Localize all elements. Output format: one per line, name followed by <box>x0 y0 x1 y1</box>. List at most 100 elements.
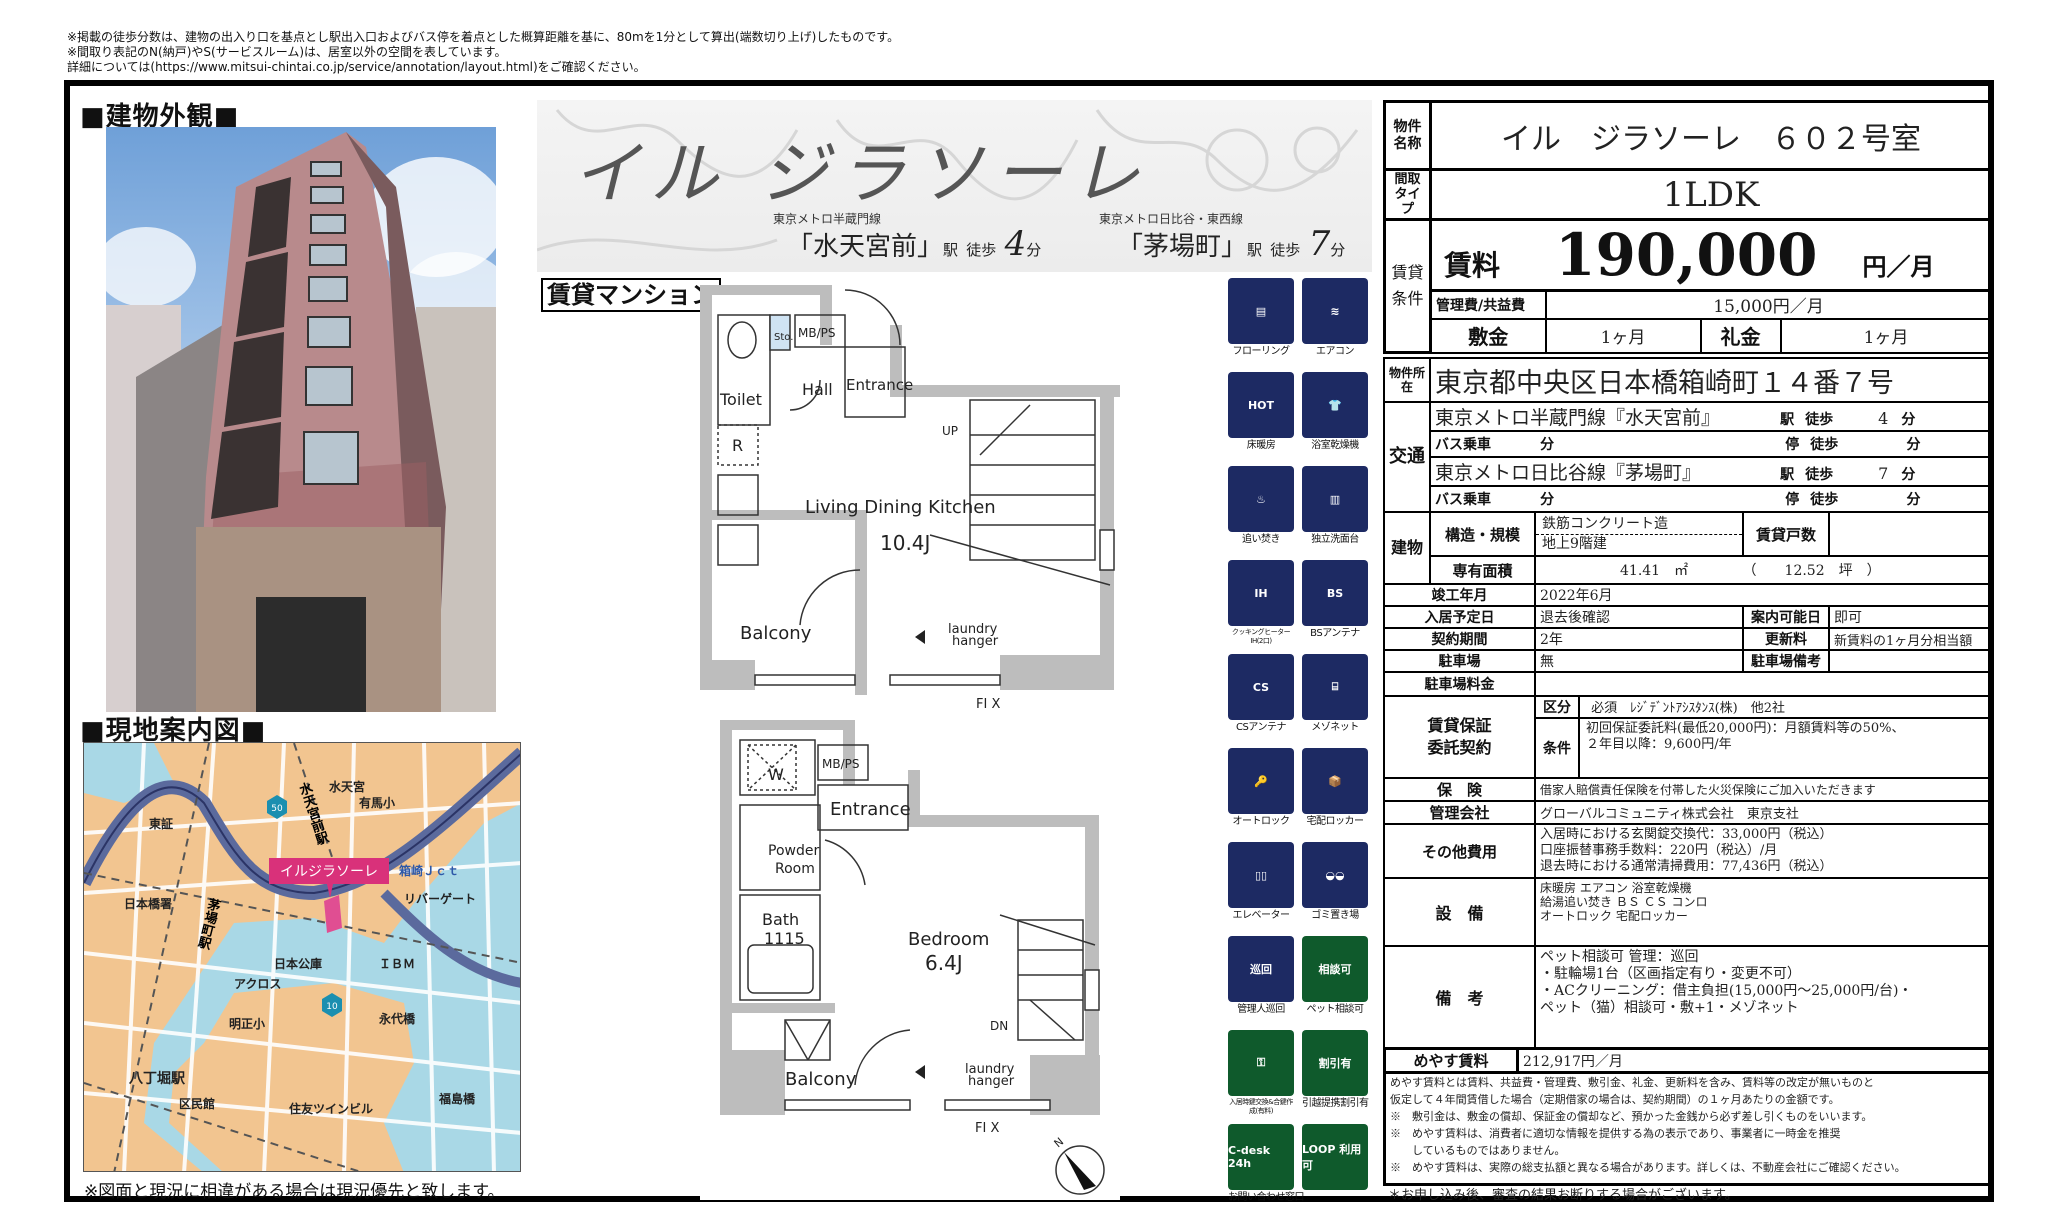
vanity-icon: ▥ <box>1302 466 1368 532</box>
svg-text:1115: 1115 <box>764 929 805 948</box>
rent-label: 賃料 <box>1444 249 1501 282</box>
viewing-label: 案内可能日 <box>1742 605 1830 629</box>
deposit-label: 敷金 <box>1429 317 1547 354</box>
move-in-label: 入居予定日 <box>1383 605 1536 629</box>
note-link: 詳細については(https://www.mitsui-chintai.co.jp… <box>67 60 646 74</box>
bathroom-dryer-icon: 👕 <box>1302 372 1368 438</box>
rent-value: 190,000 <box>1555 221 1818 289</box>
location-map[interactable]: イルジラソーレ 水天宮 有馬小 東証 箱崎Ｊｃｔ リバーゲート 日本橋署 日本公… <box>83 742 521 1172</box>
guarantee-label: 賃貸保証委託契約 <box>1383 695 1536 779</box>
amenity-label: オートロック <box>1232 816 1291 827</box>
insurance-label: 保 険 <box>1383 777 1536 802</box>
moving-discount-icon: 割引有 <box>1302 1030 1368 1096</box>
units-value <box>1827 511 1993 557</box>
amenity-label: 管理人巡回 <box>1237 1004 1285 1015</box>
map-disclaimer: ※図面と現況に相違がある場合は現況優先と致します。 <box>84 1182 505 1202</box>
pet-ok-icon: 相談可 <box>1302 936 1368 1002</box>
built-label: 竣工年月 <box>1383 583 1536 607</box>
amenity-item: 割引有引越提携割引有 <box>1302 1030 1369 1124</box>
amenity-item: ▯▯エレベーター <box>1228 842 1294 936</box>
amenity-label: 引越提携割引有 <box>1302 1098 1369 1109</box>
amenity-item: ⌸メゾネット <box>1302 654 1368 748</box>
meyasu-notes: めやす賃料とは賃料、共益費・管理費、敷引金、礼金、更新料を含み、賃料等の改定が無… <box>1383 1071 1993 1186</box>
facilities-value: 床暖房 エアコン 浴室乾燥機給湯追い焚き ＢＳ ＣＳ コンロオートロック 宅配ロ… <box>1533 877 1993 947</box>
units-label: 賃貸戸数 <box>1742 511 1830 557</box>
amenity-label: フローリング <box>1232 346 1291 357</box>
built-value: 2022年6月 <box>1533 583 1993 607</box>
screening-note: ＊お申し込み後、審査の結果お断りする場合がございます。 <box>1388 1188 1738 1203</box>
svg-text:Entrance: Entrance <box>846 376 913 394</box>
bs-antenna-icon: BS <box>1302 560 1368 626</box>
amenity-item: 🔑 オートロック <box>1228 748 1294 842</box>
transport-label: 交通 <box>1383 401 1431 513</box>
svg-text:UP: UP <box>942 424 958 438</box>
svg-text:Room: Room <box>775 861 815 877</box>
structure-label: 構造・規模 <box>1429 511 1536 557</box>
meyasu-value: 212,917円／月 <box>1516 1047 1993 1074</box>
maisonette-icon: ⌸ <box>1302 654 1368 720</box>
floorplan-lower: W MB/PS Entrance Powder Room Bath 1115 B… <box>700 720 1120 1200</box>
svg-text:住友ツインビル: 住友ツインビル <box>289 1101 373 1116</box>
amenity-item: ▤フローリング <box>1228 278 1294 372</box>
meyasu-table: めやす賃料 212,917円／月 めやす賃料とは賃料、共益費・管理費、敷引金、礼… <box>1383 1047 1993 1186</box>
amenity-item: ≋エアコン <box>1302 278 1368 372</box>
note-walk-time: ※掲載の徒歩分数は、建物の出入り口を基点とし駅出入口およびバス停を着点とした概算… <box>67 30 900 44</box>
svg-text:日本橋署: 日本橋署 <box>124 896 172 911</box>
svg-text:laundry: laundry <box>965 1062 1015 1077</box>
amenity-label: CSアンテナ <box>1236 722 1286 733</box>
svg-text:Balcony: Balcony <box>785 1069 857 1090</box>
address-value: 東京都中央区日本橋箱崎町１４番７号 <box>1428 357 1993 403</box>
remarks-value: ペット相談可 管理：巡回・駐輪場1台（区画指定有り・変更不可）・ACクリーニング… <box>1533 945 1993 1049</box>
parking-label: 駐車場 <box>1383 649 1536 673</box>
svg-text:リバーゲート: リバーゲート <box>404 891 476 906</box>
key-exchange-icon: ⚿ <box>1228 1030 1294 1096</box>
svg-text:Living Dining Kitchen: Living Dining Kitchen <box>805 497 996 518</box>
mgmt-fee-value: 15,000円／月 <box>1544 289 1993 320</box>
amenity-item: ⚿入居時鍵交換&合鍵作成(有料) <box>1228 1030 1294 1124</box>
autolock-icon: 🔑 <box>1228 748 1294 814</box>
contract-label: 契約期間 <box>1383 627 1536 651</box>
svg-text:Bedroom: Bedroom <box>908 929 989 950</box>
transport-row-4: バス乗車 分 停 徒歩 分 <box>1428 485 1993 513</box>
svg-text:50: 50 <box>271 804 283 814</box>
layout-type-label: 間取タイプ <box>1383 168 1432 221</box>
facilities-label: 設 備 <box>1383 877 1536 947</box>
svg-text:永代橋: 永代橋 <box>378 1011 416 1026</box>
area-value: 41.41 ㎡ （ 12.52 坪 ） <box>1533 555 1993 585</box>
renewal-value: 新賃料の1ヶ月分相当額 <box>1827 627 1993 651</box>
note-layout: ※間取り表記のN(納戸)やS(サービスルーム)は、居室以外の空間を表しています。 <box>67 45 507 59</box>
station1-line: 東京メトロ半蔵門線 <box>773 212 882 226</box>
parking-value: 無 <box>1534 649 1744 673</box>
transport-row-3: 東京メトロ日比谷線『茅場町』 駅 徒歩 7 分 <box>1428 456 1993 487</box>
amenity-label: ペット相談可 <box>1306 1004 1365 1015</box>
svg-text:明正小: 明正小 <box>229 1016 265 1031</box>
cs-antenna-icon: CS <box>1228 654 1294 720</box>
key-money-value: 1ヶ月 <box>1779 317 1993 354</box>
name-label: 物件名称 <box>1383 100 1432 171</box>
amenity-item: 相談可ペット相談可 <box>1302 936 1368 1030</box>
property-type-badge: 賃貸マンション <box>541 278 721 312</box>
other-fees-value: 入居時における玄関錠交換代：33,000円（税込）口座振替事務手数料：220円（… <box>1533 823 1993 879</box>
amenity-item: 巡回管理人巡回 <box>1228 936 1294 1030</box>
amenity-item: LOOP 利用可 <box>1302 1124 1368 1218</box>
reheating-bath-icon: ♨ <box>1228 466 1294 532</box>
amenity-label <box>1302 1192 1368 1218</box>
svg-text:Balcony: Balcony <box>740 623 812 644</box>
svg-text:N: N <box>1052 1135 1067 1150</box>
property-banner: イル ジラソーレ 東京メトロ半蔵門線 「水天宮前」駅 徒歩 4分 東京メトロ日比… <box>537 100 1372 272</box>
info-table-main: 物件所在 東京都中央区日本橋箱崎町１４番７号 交通 東京メトロ半蔵門線『水天宮前… <box>1383 357 1993 1049</box>
guarantee-cond-row: 条件 初回保証委託料(最低20,000円)：月額賃料等の50%、２年目以降：9,… <box>1533 717 1993 779</box>
rent-unit: 円／月 <box>1862 253 1935 281</box>
svg-text:八丁堀駅: 八丁堀駅 <box>128 1071 186 1087</box>
svg-text:Hall: Hall <box>802 380 833 399</box>
amenity-label: お問い合わせ窓口 <box>1228 1192 1305 1203</box>
station2-line: 東京メトロ日比谷・東西線 <box>1099 212 1244 226</box>
transport-row-2: バス乗車 分 停 徒歩 分 <box>1428 430 1993 458</box>
mgmt-company-value: グローバルコミュニティ株式会社 東京支社 <box>1533 800 1993 825</box>
amenity-item: ♨追い焚き <box>1228 466 1294 560</box>
rent-row: 賃料 190,000 円／月 <box>1429 218 1993 292</box>
svg-text:日本公庫: 日本公庫 <box>274 956 322 971</box>
meyasu-label: めやす賃料 <box>1383 1047 1519 1074</box>
